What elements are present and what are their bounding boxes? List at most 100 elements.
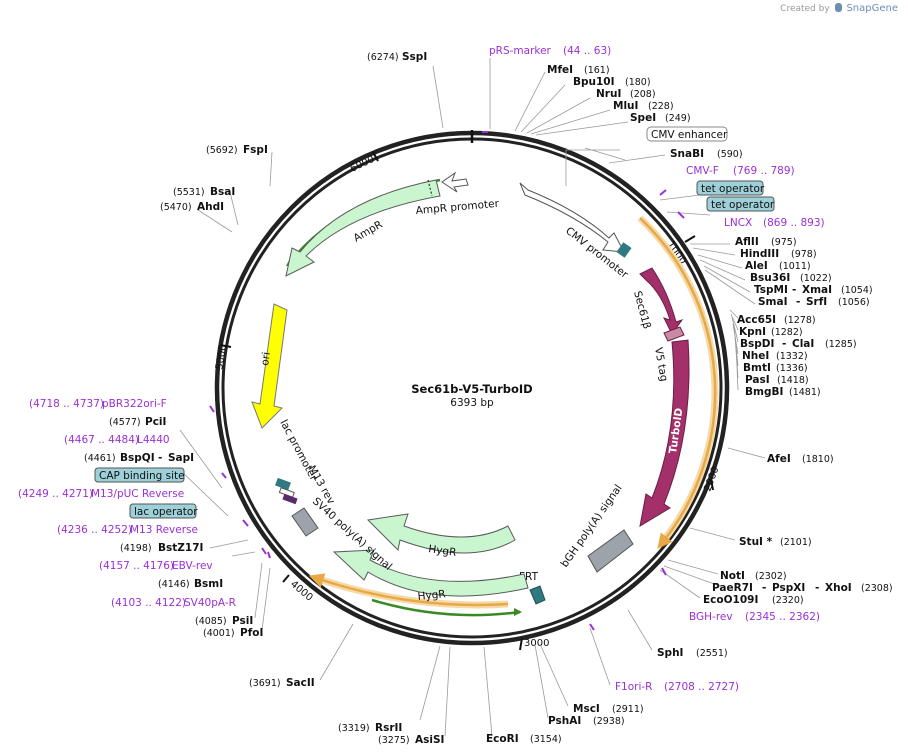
cmv-tag-marker: [616, 242, 632, 258]
v5-tag-label: V5 tag: [652, 346, 670, 382]
enzyme-bstz17i[interactable]: BstZ17I: [158, 542, 203, 554]
enzyme-afei[interactable]: AfeI: [767, 453, 791, 465]
cmv-enhancer-box[interactable]: [646, 126, 728, 142]
enzyme-bsu36i-pos: (1022): [800, 273, 832, 284]
enzyme-sacii-pos: (3691): [249, 678, 281, 689]
enzyme-nrui-pos: (208): [630, 89, 656, 100]
lac-promoter-feature[interactable]: lac promoter M13 rev: [275, 418, 337, 507]
svg-text:-: -: [796, 296, 800, 308]
enzyme-kpni[interactable]: KpnI: [739, 326, 766, 338]
enzyme-hindiii-pos: (978): [791, 249, 817, 260]
enzyme-srfi[interactable]: SrfI: [806, 296, 827, 308]
enzyme-sphi[interactable]: SphI: [657, 647, 683, 659]
hygr-inner-feature[interactable]: HygR: [366, 513, 516, 559]
v5-tag-feature[interactable]: V5 tag: [652, 326, 685, 382]
enzyme-ecori-pos: (3154): [530, 734, 562, 745]
enzyme-pasi[interactable]: PasI: [745, 374, 770, 386]
enzyme-fspi[interactable]: FspI: [243, 144, 268, 156]
enzyme-bspqi[interactable]: BspQI: [120, 452, 155, 464]
primer-bgh-rev[interactable]: BGH-rev: [689, 611, 733, 623]
hygr-outer-feature[interactable]: HygR: [332, 549, 529, 603]
ampr-label: AmpR: [352, 219, 385, 245]
enzyme-bsai[interactable]: BsaI: [210, 186, 235, 198]
enzyme-bsu36i[interactable]: Bsu36I: [750, 272, 790, 284]
enzyme-afei-pos: (1810): [802, 454, 834, 465]
enzyme-asisi[interactable]: AsiSI: [415, 734, 444, 746]
enzyme-mlui[interactable]: MluI: [613, 100, 638, 112]
bgh-polya-feature[interactable]: bGH poly(A) signal: [559, 483, 634, 573]
enzyme-paer7i[interactable]: PaeR7I: [712, 582, 753, 594]
enzyme-bspqi-pos: (4461): [84, 453, 116, 464]
enzyme-smai[interactable]: SmaI: [758, 296, 788, 308]
enzyme-hindiii[interactable]: HindIII: [740, 248, 779, 260]
enzyme-pfoi[interactable]: PfoI: [240, 627, 263, 639]
primer-f1ori-r[interactable]: F1ori-R: [615, 681, 652, 693]
enzyme-ecori[interactable]: EcoRI: [486, 733, 519, 745]
enzyme-bmgbi-pos: (1481): [789, 387, 821, 398]
primer-pbr322ori-f-range: (4718 .. 4737): [29, 398, 104, 410]
enzyme-nhei[interactable]: NheI: [742, 350, 769, 362]
enzyme-pcii[interactable]: PciI: [145, 416, 166, 428]
enzyme-psii[interactable]: PsiI: [232, 615, 253, 627]
primer-pbr322ori-f[interactable]: pBR322ori-F: [102, 398, 167, 410]
enzyme-srfi-pos: (1056): [838, 297, 870, 308]
enzyme-sspi[interactable]: SspI: [402, 51, 427, 63]
enzyme-pshai[interactable]: PshAI: [548, 715, 581, 727]
enzyme-bspdi[interactable]: BspDI: [740, 338, 774, 350]
ampr-promoter-label: AmpR promoter: [415, 198, 500, 217]
primer-bgh-rev-range: (2345 .. 2362): [745, 611, 820, 623]
enzyme-nrui[interactable]: NruI: [596, 88, 621, 100]
enzyme-ecoo109i[interactable]: EcoO109I: [703, 594, 758, 606]
enzyme-tspmi[interactable]: TspMI: [754, 284, 788, 296]
tick-5000: 5000: [214, 344, 229, 371]
primer-sv40pa-r-range: (4103 .. 4122): [111, 597, 186, 609]
svg-text:-: -: [158, 452, 162, 464]
primer-l4440[interactable]: L4440: [137, 434, 170, 446]
enzyme-ahdi[interactable]: AhdI: [197, 201, 224, 213]
enzyme-aflii[interactable]: AflII: [735, 236, 759, 248]
enzyme-bmti-pos: (1336): [776, 363, 808, 374]
tet-operator-1-box[interactable]: [696, 180, 764, 196]
primer-l4440-range: (4467 .. 4484): [64, 434, 139, 446]
enzyme-rsrii[interactable]: RsrII: [375, 722, 402, 734]
enzyme-bmti[interactable]: BmtI: [743, 362, 771, 374]
enzyme-mfei-pos: (161): [584, 65, 610, 76]
primer-m13-puc-reverse[interactable]: M13/pUC Reverse: [91, 488, 184, 500]
enzyme-acc65i[interactable]: Acc65I: [737, 314, 776, 326]
plasmid-size: 6393 bp: [450, 397, 494, 409]
primer-lncx-range: (869 .. 893): [763, 217, 825, 229]
primer-cmv-f[interactable]: CMV-F: [686, 165, 719, 177]
enzyme-xhoi[interactable]: XhoI: [825, 582, 852, 594]
enzyme-bstz17i-pos: (4198): [120, 543, 152, 554]
ori-feature[interactable]: ori: [251, 303, 288, 429]
enzyme-stui[interactable]: StuI *: [739, 536, 773, 548]
tet-operator-2-box[interactable]: [706, 196, 775, 212]
enzyme-bsmi[interactable]: BsmI: [194, 578, 223, 590]
enzyme-xmai[interactable]: XmaI: [802, 284, 832, 296]
primer-sv40pa-r[interactable]: SV40pA-R: [184, 597, 236, 609]
sv40-polya-feature[interactable]: SV40 poly(A) signal: [291, 495, 394, 573]
enzyme-snabi[interactable]: SnaBI: [670, 148, 704, 160]
enzyme-clai[interactable]: ClaI: [792, 338, 814, 350]
cmv-promoter-feature[interactable]: CMV promoter: [519, 182, 631, 281]
sec61b-feature[interactable]: Sec61β: [631, 267, 684, 335]
enzyme-spei[interactable]: SpeI: [630, 112, 656, 124]
primer-ebv-rev[interactable]: EBV-rev: [172, 560, 213, 572]
enzyme-sapi[interactable]: SapI: [168, 452, 194, 464]
enzyme-alei[interactable]: AleI: [745, 260, 768, 272]
enzyme-bmgbi[interactable]: BmgBI: [745, 386, 783, 398]
enzyme-pspxi[interactable]: PspXI: [772, 582, 805, 594]
enzyme-msci[interactable]: MscI: [573, 703, 600, 715]
enzyme-bpu10i[interactable]: Bpu10I: [573, 76, 615, 88]
enzyme-sacii[interactable]: SacII: [286, 677, 315, 689]
enzyme-noti[interactable]: NotI: [720, 570, 745, 582]
enzyme-pasi-pos: (1418): [777, 375, 809, 386]
primer-prs-marker[interactable]: pRS-marker: [489, 45, 552, 57]
cap-binding-site-box[interactable]: [94, 467, 185, 483]
enzyme-acc65i-pos: (1278): [784, 315, 816, 326]
lac-operator-box[interactable]: [129, 503, 197, 519]
primer-lncx[interactable]: LNCX: [724, 217, 752, 229]
enzyme-mfei[interactable]: MfeI: [547, 64, 573, 76]
primer-m13-reverse[interactable]: M13 Reverse: [130, 524, 198, 536]
turboid-feature[interactable]: TurboID: [639, 339, 690, 528]
